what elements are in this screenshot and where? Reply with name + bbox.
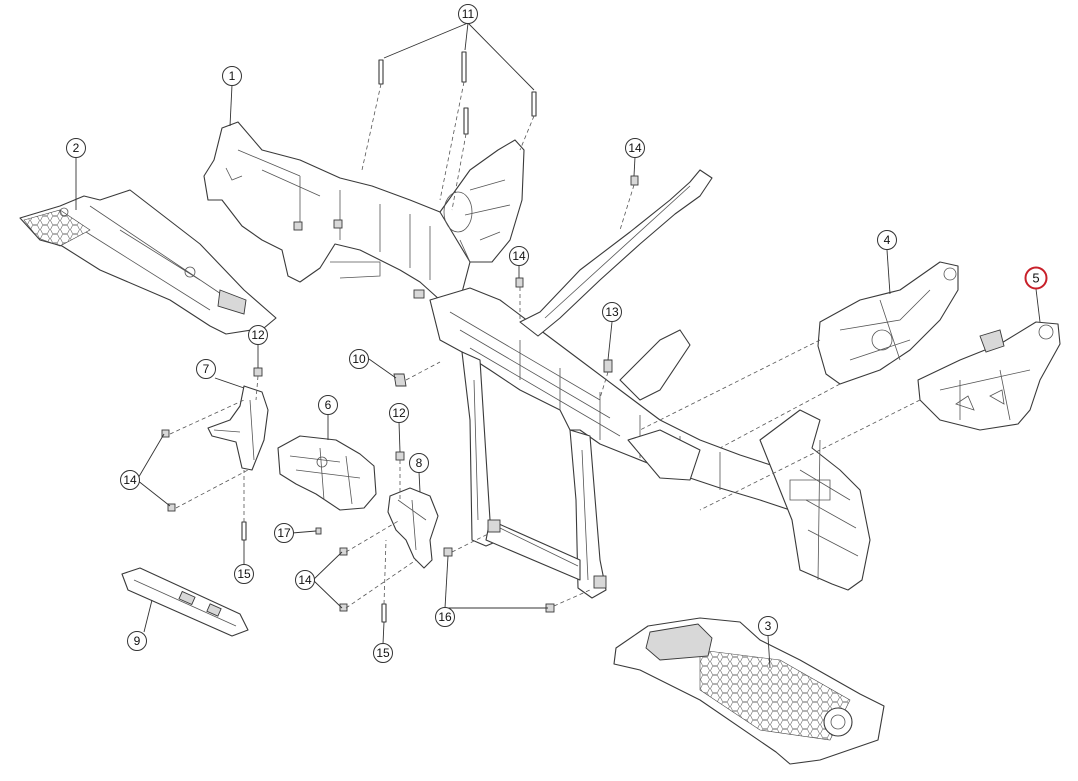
svg-text:15: 15 bbox=[237, 567, 251, 581]
svg-text:9: 9 bbox=[134, 634, 141, 648]
part-6-latch bbox=[277, 435, 377, 511]
callout-14: 14 bbox=[625, 138, 645, 158]
svg-text:12: 12 bbox=[251, 328, 265, 342]
svg-text:6: 6 bbox=[325, 398, 332, 412]
part-3-right-panel bbox=[613, 617, 885, 765]
svg-text:7: 7 bbox=[203, 362, 210, 376]
callout-9: 9 bbox=[127, 631, 147, 651]
callout-15: 15 bbox=[234, 564, 254, 584]
diagonal-strut bbox=[519, 169, 713, 337]
svg-text:14: 14 bbox=[512, 249, 526, 263]
svg-text:2: 2 bbox=[73, 141, 80, 155]
svg-text:5: 5 bbox=[1032, 271, 1039, 286]
leader-lines bbox=[75, 22, 1041, 669]
callout-12: 12 bbox=[389, 403, 409, 423]
part-4-bracket bbox=[817, 261, 959, 385]
callout-6: 6 bbox=[318, 395, 338, 415]
callout-15: 15 bbox=[373, 643, 393, 663]
svg-text:16: 16 bbox=[438, 610, 452, 624]
callout-3: 3 bbox=[758, 616, 778, 636]
callouts: 11 1 2 14 14 4 5 13 bbox=[66, 4, 1048, 663]
callout-14: 14 bbox=[120, 470, 140, 490]
svg-text:14: 14 bbox=[298, 573, 312, 587]
part-2-left-panel bbox=[19, 189, 277, 335]
svg-text:12: 12 bbox=[392, 406, 406, 420]
callout-8: 8 bbox=[409, 453, 429, 473]
part-9-trim bbox=[121, 567, 249, 637]
svg-text:14: 14 bbox=[123, 473, 137, 487]
callout-13: 13 bbox=[602, 302, 622, 322]
callout-14: 14 bbox=[509, 246, 529, 266]
callout-10: 10 bbox=[349, 349, 369, 369]
main-crossbeam-frame bbox=[429, 287, 871, 599]
callout-14: 14 bbox=[295, 570, 315, 590]
svg-text:1: 1 bbox=[229, 69, 236, 83]
callout-11: 11 bbox=[458, 4, 478, 24]
callout-5: 5 bbox=[1024, 266, 1048, 290]
part-5-bracket bbox=[917, 321, 1061, 431]
callout-4: 4 bbox=[877, 230, 897, 250]
svg-text:17: 17 bbox=[277, 526, 291, 540]
svg-text:15: 15 bbox=[376, 646, 390, 660]
callout-16: 16 bbox=[435, 607, 455, 627]
svg-text:3: 3 bbox=[765, 619, 772, 633]
svg-text:4: 4 bbox=[884, 233, 891, 247]
svg-text:8: 8 bbox=[416, 456, 423, 470]
callout-12: 12 bbox=[248, 325, 268, 345]
callout-1: 1 bbox=[222, 66, 242, 86]
svg-text:11: 11 bbox=[462, 7, 475, 21]
part-8-bracket bbox=[387, 487, 439, 569]
part-1-upper-beam bbox=[203, 121, 525, 301]
svg-text:13: 13 bbox=[605, 305, 619, 319]
callout-2: 2 bbox=[66, 138, 86, 158]
svg-text:10: 10 bbox=[352, 352, 366, 366]
svg-text:14: 14 bbox=[628, 141, 642, 155]
fasteners bbox=[161, 51, 639, 623]
callout-17: 17 bbox=[274, 523, 294, 543]
part-7-bracket bbox=[207, 385, 269, 471]
assembly-lines bbox=[169, 81, 921, 609]
callout-7: 7 bbox=[196, 359, 216, 379]
